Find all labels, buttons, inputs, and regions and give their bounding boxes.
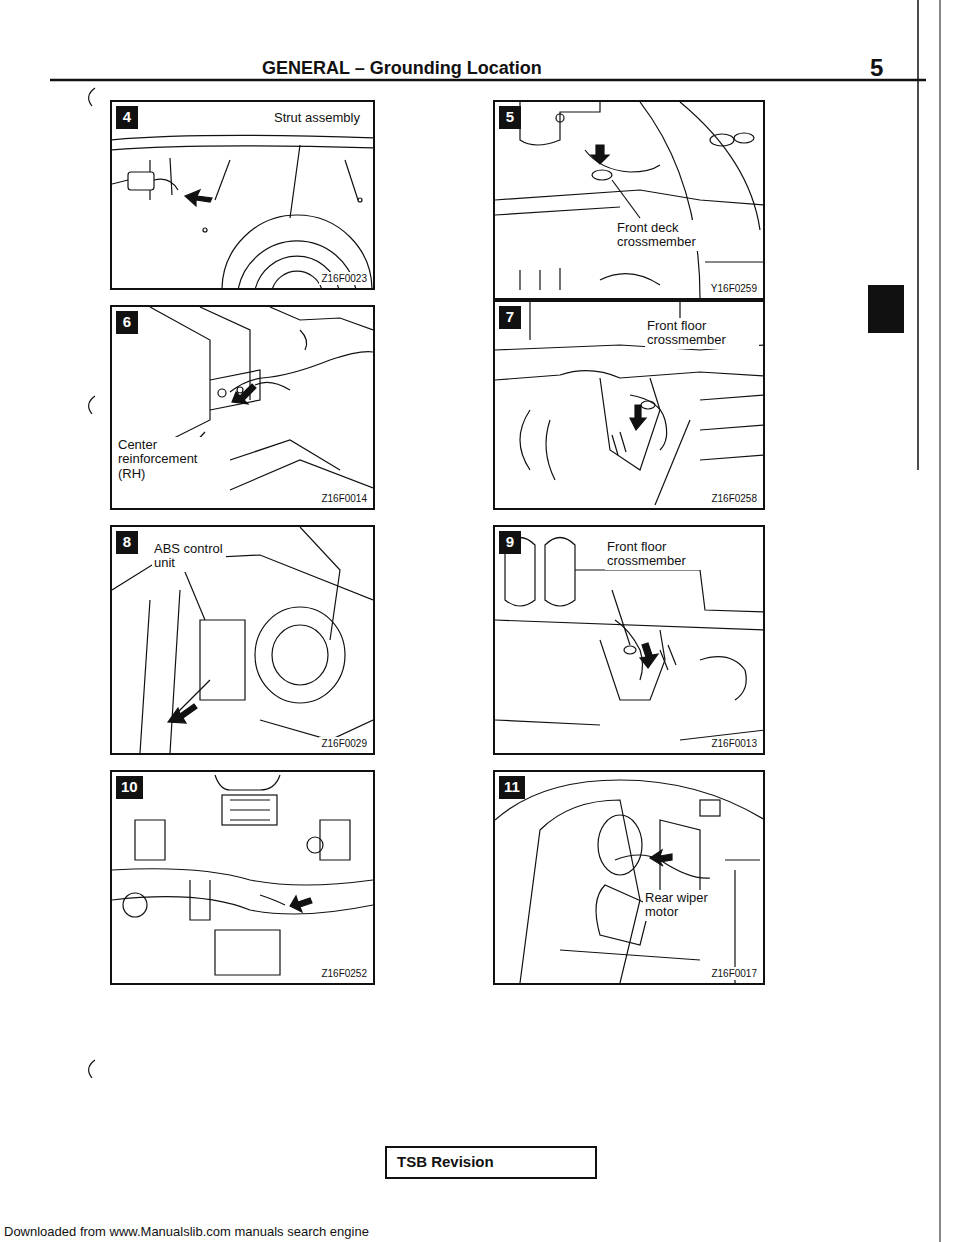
- callout-number: 6: [116, 311, 138, 334]
- revision-label: TSB Revision: [387, 1148, 595, 1177]
- download-note: Downloaded from www.Manualslib.com manua…: [4, 1224, 369, 1239]
- figure-panel: 11Rear wiper motorZ16F0017: [493, 770, 765, 985]
- part-name: Front floor crossmember: [605, 539, 719, 570]
- figure-code: Z16F0023: [319, 272, 369, 285]
- callout-number: 7: [499, 306, 521, 329]
- revision-box: TSB Revision: [385, 1146, 597, 1179]
- figure-panel: 8 ABS control unitZ16F0029: [110, 525, 375, 755]
- front-deck-drawing: [495, 102, 763, 298]
- abs-unit-drawing: [112, 527, 373, 753]
- margin-line: [940, 0, 941, 1242]
- figure-panel: 5Front deck crossmemberY16F0259: [493, 100, 765, 300]
- callout-number: 8: [116, 531, 138, 554]
- tailgate-drawing: [495, 780, 763, 983]
- figure-panel: 7Front floor crossmemberZ16F0258: [493, 300, 765, 510]
- header-rule: [50, 79, 926, 82]
- figure-code: Z16F0017: [709, 967, 759, 980]
- callout-number: 4: [116, 106, 138, 129]
- callout-number: 9: [499, 531, 521, 554]
- page-number: 5: [870, 54, 883, 82]
- figure-code: Z16F0013: [709, 737, 759, 750]
- floor-crossmember-drawing: [495, 302, 763, 505]
- binding-mark: [89, 396, 95, 414]
- figure-code: Z16F0258: [709, 492, 759, 505]
- part-name: ABS control unit: [152, 541, 226, 572]
- figure-panel: 10Z16F0252: [110, 770, 375, 985]
- part-name: Rear wiper motor: [643, 890, 719, 921]
- callout-number: 11: [499, 776, 525, 799]
- part-name: Front deck crossmember: [615, 220, 729, 251]
- figure-code: Z16F0252: [319, 967, 369, 980]
- part-name: Strut assembly: [272, 110, 371, 126]
- floor-crossmember-drawing: [495, 538, 763, 741]
- strut-tower-drawing: [112, 135, 373, 288]
- figure-code: Z16F0014: [319, 492, 369, 505]
- binding-mark: [89, 88, 95, 106]
- part-name: Front floor crossmember: [645, 318, 759, 349]
- floor-panel-drawing: [112, 775, 373, 975]
- callout-number: 10: [116, 776, 143, 799]
- figure-panel: 9 Front floor crossmemberZ16F0013: [493, 525, 765, 755]
- figure-code: Y16F0259: [709, 282, 759, 295]
- page-title: GENERAL – Grounding Location: [262, 58, 542, 79]
- part-name: Center reinforcement (RH): [116, 437, 230, 482]
- figure-code: Z16F0029: [319, 737, 369, 750]
- callout-number: 5: [499, 106, 521, 129]
- figure-panel: 4 Strut assemblyZ16F0023: [110, 100, 375, 290]
- section-tab: [868, 285, 904, 333]
- margin-line: [917, 0, 919, 470]
- figure-panel: 6Center reinforcement (RH) Z16F0014: [110, 305, 375, 510]
- binding-mark: [89, 1060, 95, 1078]
